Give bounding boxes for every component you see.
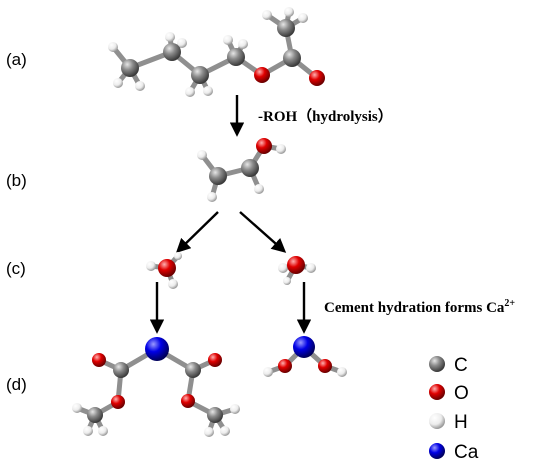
legend-swatch-oxygen bbox=[429, 384, 445, 400]
atom-h bbox=[284, 7, 294, 17]
atom-h bbox=[276, 144, 286, 154]
legend-item-hydrogen: H bbox=[429, 412, 468, 433]
legend-item-calcium: Ca bbox=[429, 442, 479, 463]
atom-c bbox=[277, 19, 295, 37]
atom-h bbox=[254, 184, 264, 194]
atom-c bbox=[113, 362, 129, 378]
atom-h bbox=[230, 404, 240, 414]
atom-o bbox=[254, 67, 270, 83]
atom-h bbox=[207, 192, 217, 202]
legend-swatch-carbon bbox=[429, 356, 445, 372]
atom-h bbox=[263, 367, 273, 377]
molecule-butyl-acetate bbox=[108, 7, 325, 97]
atom-o bbox=[181, 394, 195, 408]
atom-h bbox=[83, 426, 93, 436]
atom-h bbox=[238, 39, 248, 49]
panel-label-c: (c) bbox=[6, 259, 26, 278]
atom-h bbox=[262, 10, 272, 20]
atom-o bbox=[208, 353, 222, 367]
atom-h bbox=[223, 35, 233, 45]
cement-hydration-label: Cement hydration forms Ca2+ bbox=[324, 298, 515, 316]
atom-h bbox=[113, 78, 123, 88]
atom-o bbox=[158, 259, 176, 277]
arrow-b-to-c-left bbox=[175, 211, 219, 254]
atom-c bbox=[191, 66, 209, 84]
panel-label-a: (a) bbox=[6, 50, 27, 69]
atom-c bbox=[207, 407, 223, 423]
atom-h bbox=[185, 87, 195, 97]
legend-label-calcium: Ca bbox=[454, 442, 479, 463]
atom-o bbox=[309, 70, 325, 86]
atom-c bbox=[87, 407, 103, 423]
atom-h bbox=[174, 252, 182, 260]
atom-h bbox=[298, 13, 308, 23]
atom-o bbox=[256, 138, 272, 154]
atom-c bbox=[241, 159, 259, 177]
legend-label-hydrogen: H bbox=[454, 412, 468, 433]
atom-h bbox=[72, 403, 82, 413]
arrow-b-to-c-right bbox=[239, 211, 287, 253]
atom-c bbox=[283, 49, 301, 67]
atom-h bbox=[197, 150, 207, 160]
legend-swatch-calcium bbox=[429, 443, 445, 459]
atom-c bbox=[163, 43, 181, 61]
atom-ca bbox=[145, 337, 169, 361]
atom-o bbox=[111, 395, 125, 409]
atom-h bbox=[135, 81, 145, 91]
legend-label-carbon: C bbox=[454, 355, 468, 376]
atom-h bbox=[278, 263, 288, 273]
atom-h bbox=[146, 261, 156, 271]
atoms-a bbox=[108, 7, 325, 97]
atom-h bbox=[283, 277, 291, 285]
molecule-calcium-complex bbox=[72, 337, 240, 437]
atom-o bbox=[92, 353, 106, 367]
legend-item-carbon: C bbox=[429, 355, 468, 376]
panel-label-d: (d) bbox=[6, 375, 27, 394]
atom-h bbox=[168, 279, 178, 289]
atom-h bbox=[203, 86, 213, 96]
hydrolysis-label: -ROH（hydrolysis） bbox=[258, 107, 393, 125]
molecule-hydroxyl-left bbox=[146, 252, 182, 289]
legend-swatch-hydrogen bbox=[429, 413, 445, 429]
panel-label-b: (b) bbox=[6, 171, 27, 190]
atom-c bbox=[227, 48, 245, 66]
atom-h bbox=[177, 38, 187, 48]
legend-label-oxygen: O bbox=[454, 383, 469, 404]
atom-h bbox=[98, 426, 108, 436]
atom-o bbox=[287, 256, 305, 274]
legend: C O H Ca bbox=[429, 355, 479, 463]
atom-c bbox=[209, 167, 227, 185]
atom-h bbox=[220, 426, 230, 436]
molecule-hydroxyl-right bbox=[278, 256, 316, 285]
atom-h bbox=[306, 263, 316, 273]
molecule-vinyl-alcohol bbox=[197, 138, 286, 202]
atom-h bbox=[337, 367, 347, 377]
atom-h bbox=[165, 32, 175, 42]
atom-o bbox=[278, 359, 292, 373]
atom-h bbox=[204, 427, 214, 437]
atom-ca bbox=[293, 336, 315, 358]
molecule-calcium-hydroxide bbox=[263, 336, 347, 377]
atom-o bbox=[318, 359, 332, 373]
atom-c bbox=[121, 59, 139, 77]
legend-item-oxygen: O bbox=[429, 383, 469, 404]
atom-h bbox=[108, 42, 118, 52]
atom-c bbox=[185, 362, 201, 378]
